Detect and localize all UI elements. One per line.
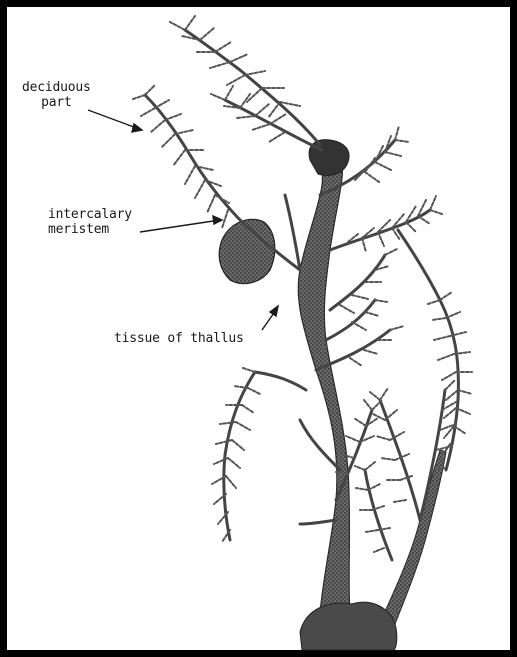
- upper-node: [309, 140, 349, 176]
- label-intercalary-meristem: intercalary meristem: [48, 207, 132, 237]
- label-deciduous-line2: part: [22, 95, 91, 110]
- holdfast: [300, 602, 397, 650]
- meristem-swelling: [219, 219, 275, 283]
- label-deciduous-part: deciduous part: [22, 80, 91, 110]
- label-tissue-of-thallus: tissue of thallus: [114, 331, 244, 346]
- label-meristem-line1: intercalary: [48, 207, 132, 222]
- main-stem: [298, 145, 352, 640]
- arrowhead-thallus: [270, 306, 278, 316]
- arrowhead-deciduous: [132, 124, 142, 132]
- label-deciduous-line1: deciduous: [22, 80, 91, 95]
- label-meristem-line2: meristem: [48, 222, 132, 237]
- pointer-meristem: [140, 220, 220, 232]
- arrowhead-meristem: [213, 216, 222, 224]
